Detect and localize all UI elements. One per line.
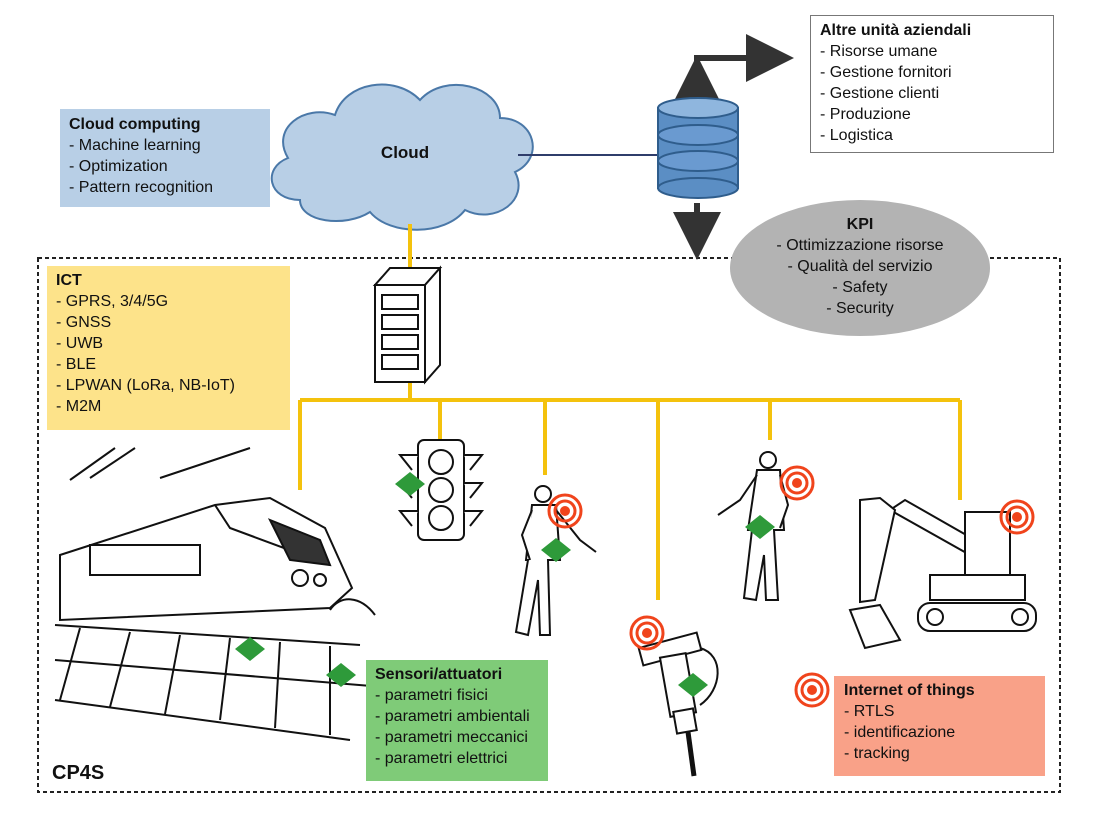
cloud-computing-item: - Pattern recognition (69, 179, 214, 196)
ict-bus (298, 224, 962, 600)
cloud-computing-title: Cloud computing (69, 116, 201, 133)
iot-title: Internet of things (844, 682, 975, 699)
iot-item: - tracking (844, 745, 910, 762)
altre-unita-item: - Logistica (820, 127, 893, 144)
ict-item: - GPRS, 3/4/5G (56, 293, 169, 310)
sensor-markers (235, 472, 775, 697)
iot-tags (547, 465, 1035, 708)
ict-box: ICT - GPRS, 3/4/5G - GNSS - UWB - BLE - … (47, 266, 290, 430)
kpi-item: - Qualità del servizio (787, 257, 933, 275)
jackhammer-illustration (637, 631, 719, 777)
cloud-shape (270, 83, 534, 231)
sensori-item: - parametri ambientali (375, 708, 530, 725)
altre-unita-item: - Gestione clienti (820, 85, 940, 102)
altre-unita-box: Altre unità aziendali - Risorse umane - … (810, 15, 1054, 153)
sensor-marker-traffic-light (395, 472, 425, 496)
sensor-marker-worker-2 (745, 515, 775, 539)
kpi-box: KPI - Ottimizzazione risorse - Qualità d… (730, 198, 990, 334)
kpi-item: - Safety (832, 278, 888, 296)
cp4s-frame (37, 257, 1061, 793)
ict-item: - BLE (56, 356, 97, 373)
ict-title: ICT (56, 272, 82, 289)
iot-tag-jackhammer (629, 615, 665, 651)
iot-box: Internet of things - RTLS - identificazi… (834, 676, 1045, 776)
sensori-title: Sensori/attuatori (375, 666, 503, 683)
sensori-item: - parametri fisici (375, 687, 488, 704)
server-rack-icon (372, 265, 443, 385)
ict-item: - LPWAN (LoRa, NB-IoT) (56, 377, 235, 394)
altre-unita-item: - Produzione (820, 106, 911, 123)
sensori-item: - parametri elettrici (375, 750, 508, 767)
cloud-computing-item: - Machine learning (69, 137, 201, 154)
ict-item: - UWB (56, 335, 104, 352)
altre-unita-item: - Gestione fornitori (820, 64, 952, 81)
sensor-marker-train (235, 637, 265, 661)
sensori-item: - parametri meccanici (375, 729, 528, 746)
iot-tag-excavator (999, 499, 1035, 535)
altre-unita-title: Altre unità aziendali (820, 22, 972, 39)
iot-tag-worker-1 (547, 493, 583, 529)
kpi-item: - Ottimizzazione risorse (776, 236, 944, 254)
sensor-marker-worker-1 (541, 538, 571, 562)
database-icon (657, 97, 739, 199)
iot-tag-legend (794, 672, 830, 708)
ict-item: - GNSS (56, 314, 112, 331)
db-to-altre-arrow (694, 34, 794, 98)
iot-item: - identificazione (844, 724, 956, 741)
sensor-marker-track (326, 663, 356, 687)
sensor-marker-jackhammer (678, 673, 708, 697)
iot-item: - RTLS (844, 703, 895, 720)
ict-item: - M2M (56, 398, 102, 415)
cloud-computing-item: - Optimization (69, 158, 168, 175)
kpi-ellipse (730, 200, 990, 336)
sensori-box: Sensori/attuatori - parametri fisici - p… (366, 660, 548, 781)
train-illustration (54, 447, 421, 741)
cloud-computing-box: Cloud computing - Machine learning - Opt… (60, 109, 270, 207)
excavator-illustration (848, 496, 1037, 650)
cloud-label: Cloud (380, 143, 430, 162)
kpi-item: - Security (826, 299, 894, 317)
iot-tag-worker-2 (779, 465, 815, 501)
traffic-light-illustration (397, 439, 485, 541)
cp4s-label: CP4S (52, 762, 105, 784)
kpi-title: KPI (846, 215, 874, 233)
altre-unita-item: - Risorse umane (820, 43, 938, 60)
